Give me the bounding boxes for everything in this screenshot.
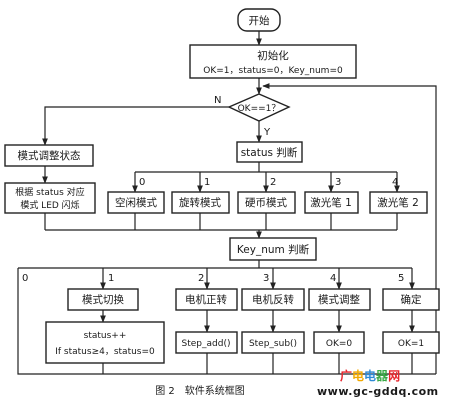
init-title: 初始化 — [257, 49, 289, 62]
status-case-num: 4 — [392, 177, 398, 188]
key-case-action-2: If status≥4，status=0 — [55, 347, 155, 357]
key-case-2: 2 电机正转 Step_add() — [175, 273, 238, 354]
status-case-label: 旋转模式 — [179, 196, 221, 209]
status-judge-box: status 判断 — [236, 141, 303, 163]
led-line2: 模式 LED 闪烁 — [20, 199, 79, 211]
status-case-label: 硬币模式 — [245, 196, 287, 209]
start-node: 开始 — [237, 8, 281, 32]
key-case-label: 模式切换 — [82, 293, 124, 306]
mode-adjust-state-box: 模式调整状态 — [4, 144, 94, 167]
status-case-num: 1 — [204, 177, 210, 188]
key-case-4: 4 模式调整 OK=0 — [308, 273, 371, 354]
status-case-3: 3 激光笔 1 — [304, 177, 359, 214]
status-case-label: 空闲模式 — [115, 196, 157, 209]
led-blink-box: 根据 status 对应 模式 LED 闪烁 — [4, 182, 96, 214]
init-values: OK=1，status=0，Key_num=0 — [203, 66, 343, 76]
key-case-num: 4 — [330, 273, 336, 284]
status-case-label: 激光笔 1 — [310, 196, 352, 209]
led-line1: 根据 status 对应 — [15, 186, 84, 198]
branch-yes-label: Y — [263, 127, 271, 138]
status-case-num: 0 — [139, 177, 145, 188]
key-case-label: 电机反转 — [252, 293, 294, 306]
init-box: 初始化 OK=1，status=0，Key_num=0 — [189, 44, 357, 79]
key-case-action-1: OK=0 — [326, 339, 353, 349]
start-label: 开始 — [249, 14, 270, 27]
key-case-action-1: Step_add() — [182, 339, 231, 349]
watermark-logo: 广电电器网 www.gc-gddq.com — [317, 368, 439, 398]
status-case-num: 2 — [270, 177, 276, 188]
key-case-action-1: Step_sub() — [249, 339, 297, 349]
key-case-num: 5 — [398, 273, 404, 284]
key-case-label: 电机正转 — [185, 293, 227, 306]
status-case-num: 3 — [335, 177, 341, 188]
key-case-3: 3 电机反转 Step_sub() — [241, 273, 305, 354]
key-case-num: 2 — [198, 273, 204, 284]
watermark-url: www.gc-gddq.com — [317, 385, 439, 398]
figure-caption: 图 2 软件系统框图 — [155, 384, 245, 397]
key-case-num: 1 — [108, 273, 114, 284]
status-judge-label: status 判断 — [241, 146, 298, 159]
key-judge-label: Key_num 判断 — [237, 243, 310, 256]
key-case-action-1: OK=1 — [398, 339, 424, 349]
decision-label: OK==1？ — [238, 104, 281, 114]
watermark-text: 广电电器网 — [340, 368, 400, 383]
key-judge-box: Key_num 判断 — [229, 237, 317, 261]
key-case-action-1: status++ — [84, 331, 127, 341]
key-case-label: 模式调整 — [318, 293, 360, 306]
connectors — [17, 31, 437, 375]
key-case-1: 1 模式切换 status++ If status≥4，status=0 — [45, 273, 165, 364]
status-case-4: 4 激光笔 2 — [369, 177, 428, 214]
key-case-5: 5 确定 OK=1 — [382, 273, 440, 354]
key-case-num: 3 — [263, 273, 269, 284]
status-case-2: 2 硬币模式 — [237, 177, 296, 214]
decision-node: OK==1？ — [227, 93, 291, 122]
status-case-1: 1 旋转模式 — [171, 177, 230, 214]
mode-adjust-state-label: 模式调整状态 — [18, 149, 81, 162]
key-case-label: 确定 — [401, 293, 422, 306]
status-case-label: 激光笔 2 — [377, 196, 419, 209]
key-case-0-num: 0 — [22, 273, 28, 284]
status-case-0: 0 空闲模式 — [107, 177, 165, 214]
branch-no-label: N — [214, 95, 221, 106]
